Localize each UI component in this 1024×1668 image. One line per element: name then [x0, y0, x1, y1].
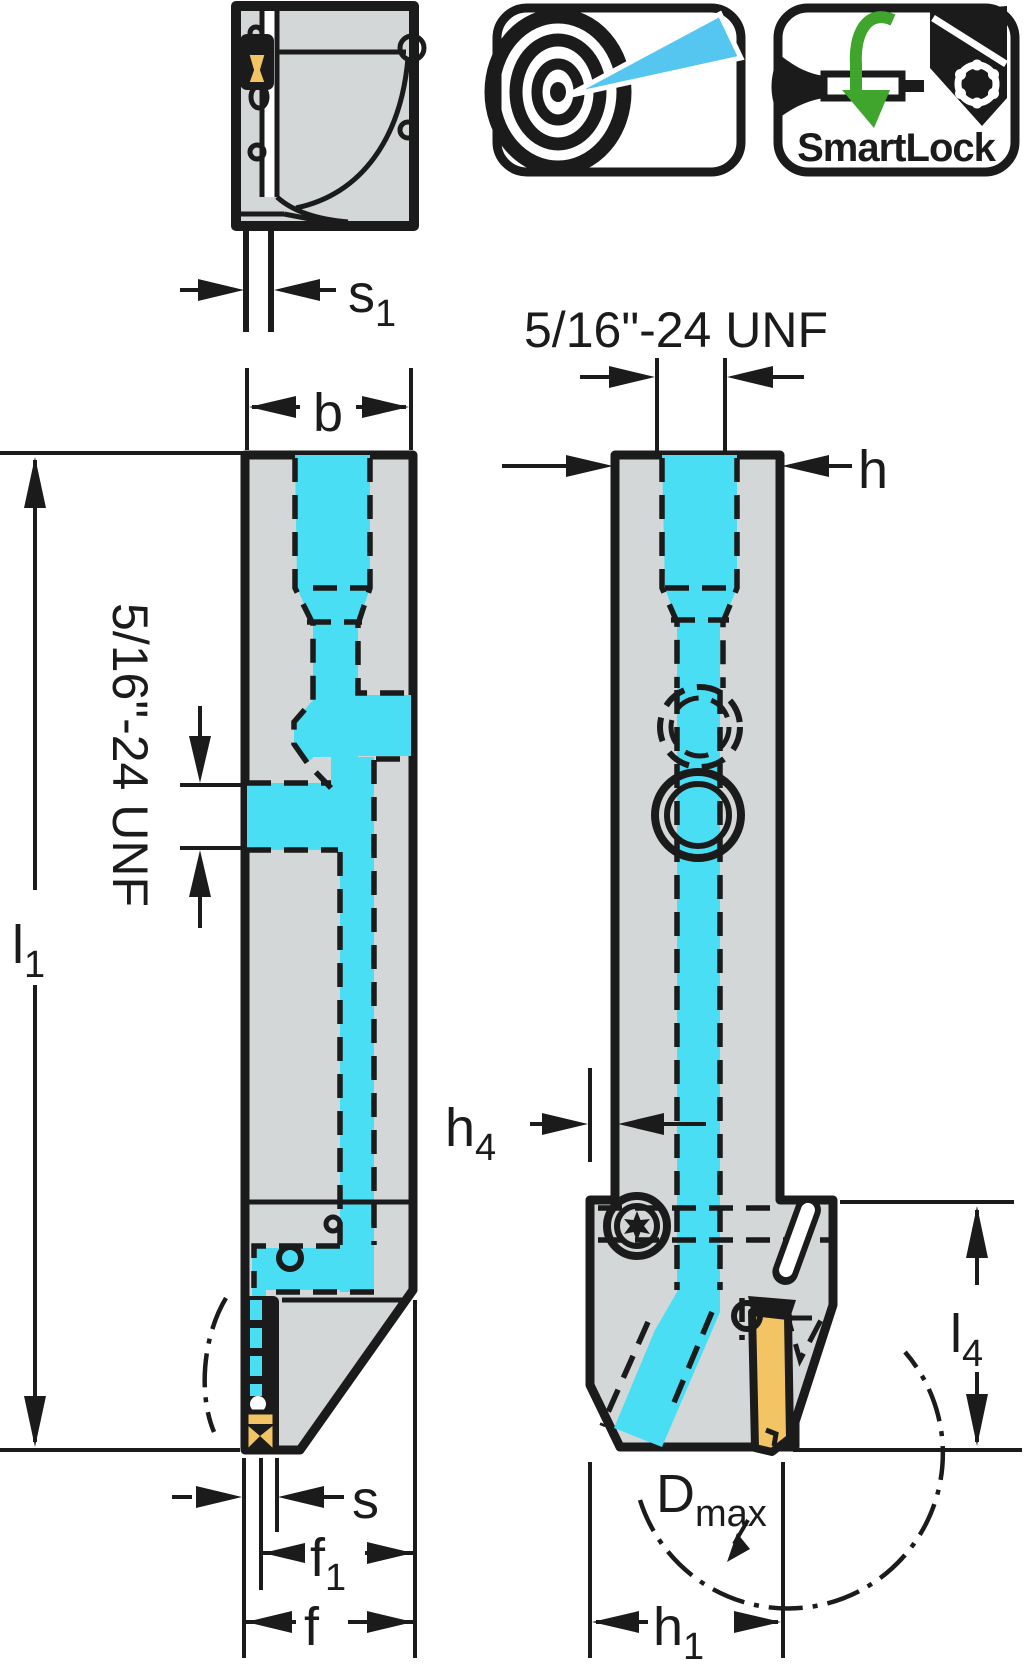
- dim-h4: h4: [445, 1068, 706, 1169]
- target-center-icon: [550, 82, 566, 102]
- insert-top-view: [245, 51, 269, 86]
- dim-h: h: [502, 440, 888, 500]
- dim-b: b: [245, 368, 413, 450]
- insert-screw-hole: [731, 1300, 763, 1332]
- dim-s1-label: s1: [348, 264, 396, 335]
- coolant-channels-side: [614, 455, 827, 1447]
- side-view: [585, 450, 946, 1611]
- torx-screw-head: [603, 1192, 671, 1260]
- dim-side-port: [180, 706, 247, 928]
- blade-front: [243, 1296, 279, 1453]
- target-ring-outer-icon: [484, 8, 632, 176]
- dim-f1-label: f1: [310, 1528, 346, 1599]
- coolant-nozzle: [784, 1315, 827, 1367]
- hole: [247, 142, 267, 162]
- top-view: [231, 1, 427, 332]
- icon-precision-coolant: [484, 3, 746, 177]
- coolant-port-back-face: [657, 684, 743, 770]
- screwdriver-tip-icon: [902, 80, 924, 92]
- dim-h4-label: h4: [445, 1098, 496, 1169]
- rotation-arrow-icon: [849, 11, 896, 92]
- dim-unf-top-label: 5/16"-24 UNF: [524, 302, 828, 358]
- coolant-port-front-face: [651, 768, 745, 862]
- dimensions: s1 b l1 5/16"-24 UNF: [0, 264, 1022, 1668]
- torx-screw-icon: [954, 59, 1000, 109]
- dim-h1: h1: [588, 1462, 785, 1668]
- dim-dmax: Dmax: [656, 1464, 767, 1562]
- front-view: [202, 450, 418, 1455]
- clamp-pin: [772, 1196, 821, 1285]
- head-coolant-bend: [614, 1292, 720, 1447]
- dim-top-thread: [580, 358, 804, 452]
- hole: [397, 33, 427, 63]
- dim-dmax-label: Dmax: [656, 1464, 767, 1535]
- dim-l4-label: l4: [950, 1304, 983, 1375]
- pocket-radius-line: [295, 57, 411, 211]
- dim-b-label: b: [313, 383, 343, 443]
- dim-s: s: [172, 1300, 417, 1658]
- insert-front-view: [243, 1409, 278, 1453]
- dim-f1: f1: [263, 1520, 413, 1599]
- dim-l4: l4: [793, 1200, 1022, 1452]
- smartlock-label: SmartLock: [797, 126, 996, 170]
- rotation-arrowhead-icon: [842, 90, 890, 128]
- dim-f-label: f: [304, 1597, 320, 1657]
- target-ring-mid-icon: [509, 33, 607, 151]
- dim-h1-label: h1: [653, 1597, 704, 1668]
- pin-hole: [323, 1214, 343, 1234]
- dim-s1: s1: [180, 264, 396, 335]
- dmax-arc-side: [637, 1350, 946, 1611]
- dim-l1: l1: [0, 451, 243, 1452]
- coolant-jet-icon: [565, 10, 745, 99]
- icon-smartlock: SmartLock: [771, 3, 1020, 177]
- screwdriver-handle-icon: [771, 54, 824, 118]
- dim-unf-side-label: 5/16"-24 UNF: [102, 603, 158, 907]
- dim-f: f: [246, 1590, 413, 1657]
- hole: [397, 119, 419, 141]
- dim-l1-label: l1: [12, 915, 45, 986]
- insert-side-view: [731, 1296, 796, 1456]
- dim-h-label: h: [858, 440, 888, 500]
- dmax-arc-front: [202, 1296, 228, 1433]
- clamp-screw-hole: [250, 1396, 266, 1412]
- coolant-channels-front: [247, 455, 411, 1334]
